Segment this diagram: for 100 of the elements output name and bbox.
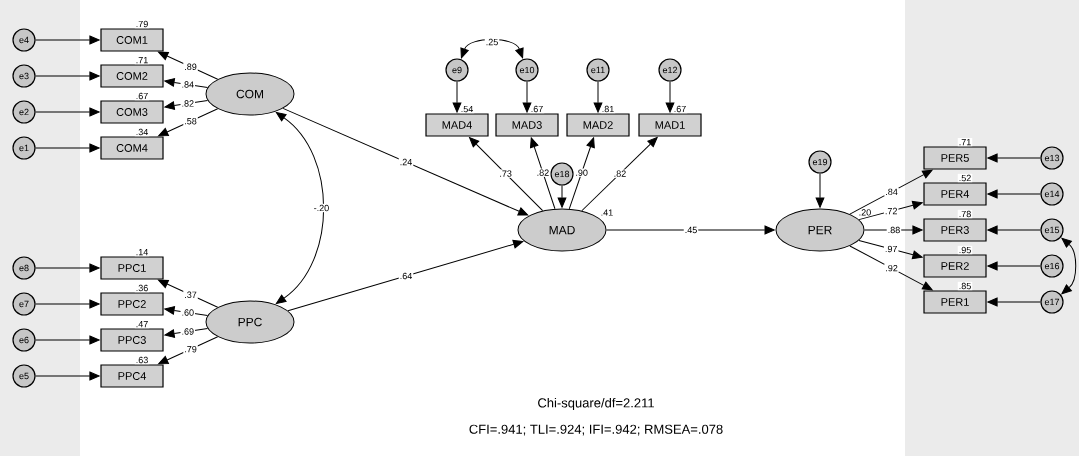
indicator-box: MAD3 (495, 113, 559, 137)
path-arrow (665, 81, 675, 113)
path-arrow (452, 81, 462, 113)
indicator-box: PPC1 (100, 256, 164, 280)
path-arrow (987, 297, 1041, 307)
edge-label: .37 (185, 291, 197, 298)
indicator-box: COM1 (100, 28, 164, 52)
edge-label: .69 (182, 328, 194, 335)
edge-label: .73 (500, 170, 512, 177)
covariance-arrow (275, 111, 325, 305)
path-arrow (864, 225, 923, 235)
edge-label: -.20 (314, 204, 329, 212)
edge-label: .24 (400, 158, 412, 166)
indicator-box: PPC4 (100, 364, 164, 388)
indicator-box: PER2 (923, 254, 987, 278)
r-squared-value: .36 (134, 283, 150, 293)
r-squared-value: .67 (134, 91, 150, 101)
path-arrow (815, 173, 825, 208)
path-arrow (858, 239, 923, 260)
path-arrow (858, 200, 923, 221)
path-arrow (581, 137, 658, 212)
edge-label: .82 (614, 170, 626, 177)
r-squared-value: .79 (134, 19, 150, 29)
path-arrow (164, 328, 209, 338)
path-arrow (158, 336, 219, 365)
path-arrow (522, 81, 532, 113)
edge-label: .45 (685, 226, 697, 234)
indicator-box: COM2 (100, 64, 164, 88)
path-arrow (593, 81, 603, 113)
path-arrow (35, 143, 100, 153)
indicator-box: PER4 (923, 182, 987, 206)
r-squared-value: .67 (529, 104, 545, 114)
r-squared-value: .71 (957, 138, 973, 147)
indicator-box: PPC2 (100, 292, 164, 316)
indicator-box: COM4 (100, 136, 164, 160)
indicator-box: MAD2 (566, 113, 630, 137)
path-arrow (530, 137, 556, 210)
covariance-arrow (460, 39, 524, 59)
r-squared-value: .14 (134, 248, 150, 257)
path-arrow (987, 225, 1041, 235)
path-arrow (469, 137, 544, 212)
edge-label: .60 (182, 309, 194, 316)
edge-label: .58 (185, 118, 197, 125)
path-arrow (35, 371, 100, 381)
r-squared-value: .54 (459, 104, 475, 114)
fit-statistics: CFI=.941; TLI=.924; IFI=.942; RMSEA=.078 (469, 424, 723, 436)
path-arrow (158, 51, 219, 80)
path-arrow (158, 279, 219, 308)
edge-label: .79 (185, 346, 197, 353)
path-arrow (164, 100, 209, 110)
r-squared-value: .95 (957, 245, 973, 255)
path-arrow (987, 153, 1041, 163)
path-arrow (164, 306, 209, 317)
path-arrow (557, 185, 567, 208)
edge-label: .82 (182, 100, 194, 107)
path-arrow (987, 261, 1041, 271)
indicator-box: PPC3 (100, 328, 164, 352)
path-arrow (849, 245, 933, 291)
covariance-arrow (1061, 237, 1077, 295)
path-arrow (35, 107, 100, 117)
path-arrow (35, 299, 100, 309)
edge-label: .88 (888, 226, 900, 234)
r-squared-value: .81 (600, 104, 616, 114)
r-squared-value: .63 (134, 355, 150, 365)
path-arrow (35, 335, 100, 345)
edge-label: .97 (885, 245, 897, 253)
path-arrow (287, 239, 524, 312)
path-arrow (35, 263, 100, 273)
edge-label: .90 (576, 169, 588, 176)
path-arrow (568, 137, 595, 210)
r-squared-value: .52 (957, 173, 973, 183)
fit-statistics: Chi-square/df=2.211 (538, 397, 654, 411)
r-squared-value: .67 (672, 104, 688, 114)
r-squared-value: .85 (957, 281, 973, 291)
indicator-box: COM3 (100, 100, 164, 124)
edge-label: .92 (886, 265, 898, 272)
path-arrow (282, 107, 529, 216)
path-arrow (35, 35, 100, 45)
r-squared-value: .78 (957, 209, 973, 219)
path-arrow (987, 189, 1041, 199)
edge-label: .72 (885, 207, 897, 215)
path-arrow (849, 169, 933, 215)
edge-label: .64 (400, 272, 412, 280)
edge-label: .84 (886, 188, 898, 196)
edge-label: .89 (185, 63, 197, 70)
edge-label: .82 (537, 169, 549, 176)
indicator-box: PER5 (923, 146, 987, 170)
path-arrow (35, 71, 100, 81)
path-arrow (164, 78, 209, 89)
r-squared-value: .71 (134, 56, 150, 65)
r-squared-value: .34 (134, 127, 150, 137)
indicator-box: MAD1 (638, 113, 702, 137)
path-arrow (606, 225, 775, 235)
r-squared-value: .47 (134, 320, 150, 329)
indicator-box: PER3 (923, 218, 987, 242)
path-arrow (158, 108, 219, 137)
indicator-box: PER1 (923, 290, 987, 314)
indicator-box: MAD4 (425, 113, 489, 137)
edge-label: .25 (486, 38, 498, 46)
edge-label: .84 (182, 81, 194, 88)
